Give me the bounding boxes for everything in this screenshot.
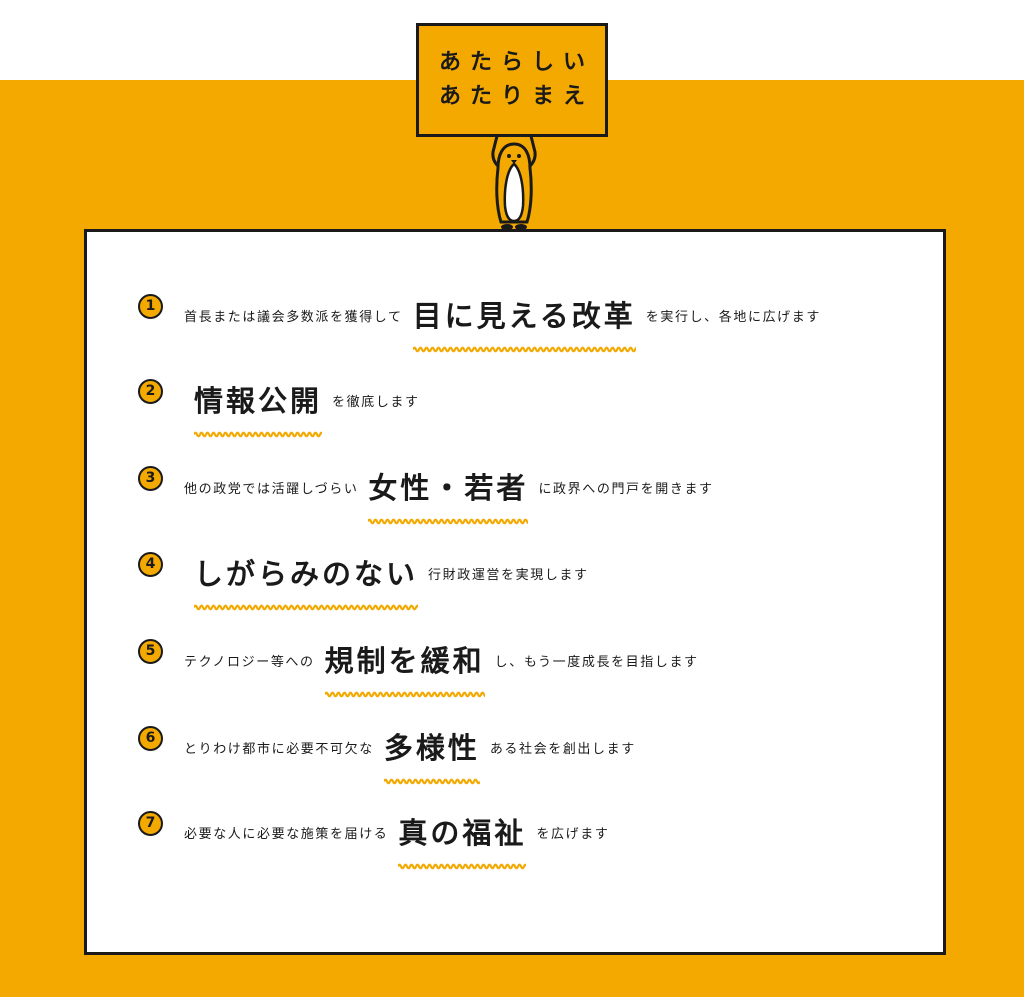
policy-highlight-text: 規制を緩和	[324, 644, 485, 678]
number-badge-icon: 5	[138, 639, 163, 664]
policy-text-after: し、もう一度成長を目指します	[494, 654, 699, 670]
placard-line-2: あたりまえ	[438, 84, 594, 109]
policy-highlight-text: しがらみのない	[194, 557, 419, 591]
policy-text: 必要な人に必要な施策を届ける 真の福祉 を広げます	[184, 809, 610, 870]
policy-text-before: 他の政党では活躍しづらい	[184, 481, 359, 497]
policy-highlight: 規制を緩和	[324, 638, 485, 698]
policy-text: しがらみのない 行財政運営を実現します	[184, 550, 589, 611]
policy-highlight: しがらみのない	[194, 551, 419, 611]
wavy-underline-icon	[398, 863, 527, 870]
policy-text-after: を徹底します	[332, 394, 420, 410]
wavy-underline-icon	[412, 346, 636, 353]
policy-text-after: に政界への門戸を開きます	[538, 481, 714, 497]
policy-highlight: 真の福祉	[398, 810, 527, 870]
number-badge-icon: 3	[138, 466, 163, 491]
policy-highlight: 女性・若者	[368, 465, 529, 525]
policy-text-before: 首長または議会多数派を獲得して	[184, 309, 403, 325]
wavy-underline-icon	[324, 691, 485, 698]
policy-highlight: 目に見える改革	[412, 293, 636, 353]
policy-text-before: 必要な人に必要な施策を届ける	[184, 826, 389, 842]
number-badge-icon: 4	[138, 552, 163, 577]
policy-card: 1 首長または議会多数派を獲得して 目に見える改革 を実行し、各地に広げます 2…	[84, 229, 946, 955]
policy-text-after: 行財政運営を実現します	[428, 567, 589, 583]
wavy-underline-icon	[383, 778, 480, 785]
policy-text-after: を実行し、各地に広げます	[645, 309, 821, 325]
penguin-mascot-icon	[491, 130, 537, 230]
policy-highlight: 多様性	[383, 725, 480, 785]
policy-text-before: とりわけ都市に必要不可欠な	[184, 741, 374, 757]
policy-highlight-text: 目に見える改革	[412, 299, 636, 333]
placard-line-1: あたらしい	[438, 50, 594, 75]
wavy-underline-icon	[194, 604, 419, 611]
policy-text-after: ある社会を創出します	[489, 741, 636, 757]
policy-text-before: テクノロジー等への	[184, 654, 315, 670]
policy-highlight-text: 多様性	[383, 731, 480, 765]
policy-text: とりわけ都市に必要不可欠な 多様性 ある社会を創出します	[184, 724, 636, 785]
policy-highlight-text: 女性・若者	[368, 471, 529, 505]
wavy-underline-icon	[194, 431, 323, 438]
wavy-underline-icon	[368, 518, 529, 525]
policy-highlight: 情報公開	[194, 378, 323, 438]
number-badge-icon: 7	[138, 811, 163, 836]
placard-sign: あたらしい あたりまえ	[416, 23, 608, 137]
policy-text: 情報公開 を徹底します	[184, 377, 420, 438]
number-badge-icon: 2	[138, 379, 163, 404]
policy-text: 首長または議会多数派を獲得して 目に見える改革 を実行し、各地に広げます	[184, 292, 821, 353]
policy-highlight-text: 情報公開	[194, 384, 323, 418]
number-badge-icon: 1	[138, 294, 163, 319]
policy-text: テクノロジー等への 規制を緩和 し、もう一度成長を目指します	[184, 637, 699, 698]
number-badge-icon: 6	[138, 726, 163, 751]
policy-text-after: を広げます	[536, 826, 610, 842]
policy-highlight-text: 真の福祉	[398, 816, 527, 850]
policy-text: 他の政党では活躍しづらい 女性・若者 に政界への門戸を開きます	[184, 464, 714, 525]
